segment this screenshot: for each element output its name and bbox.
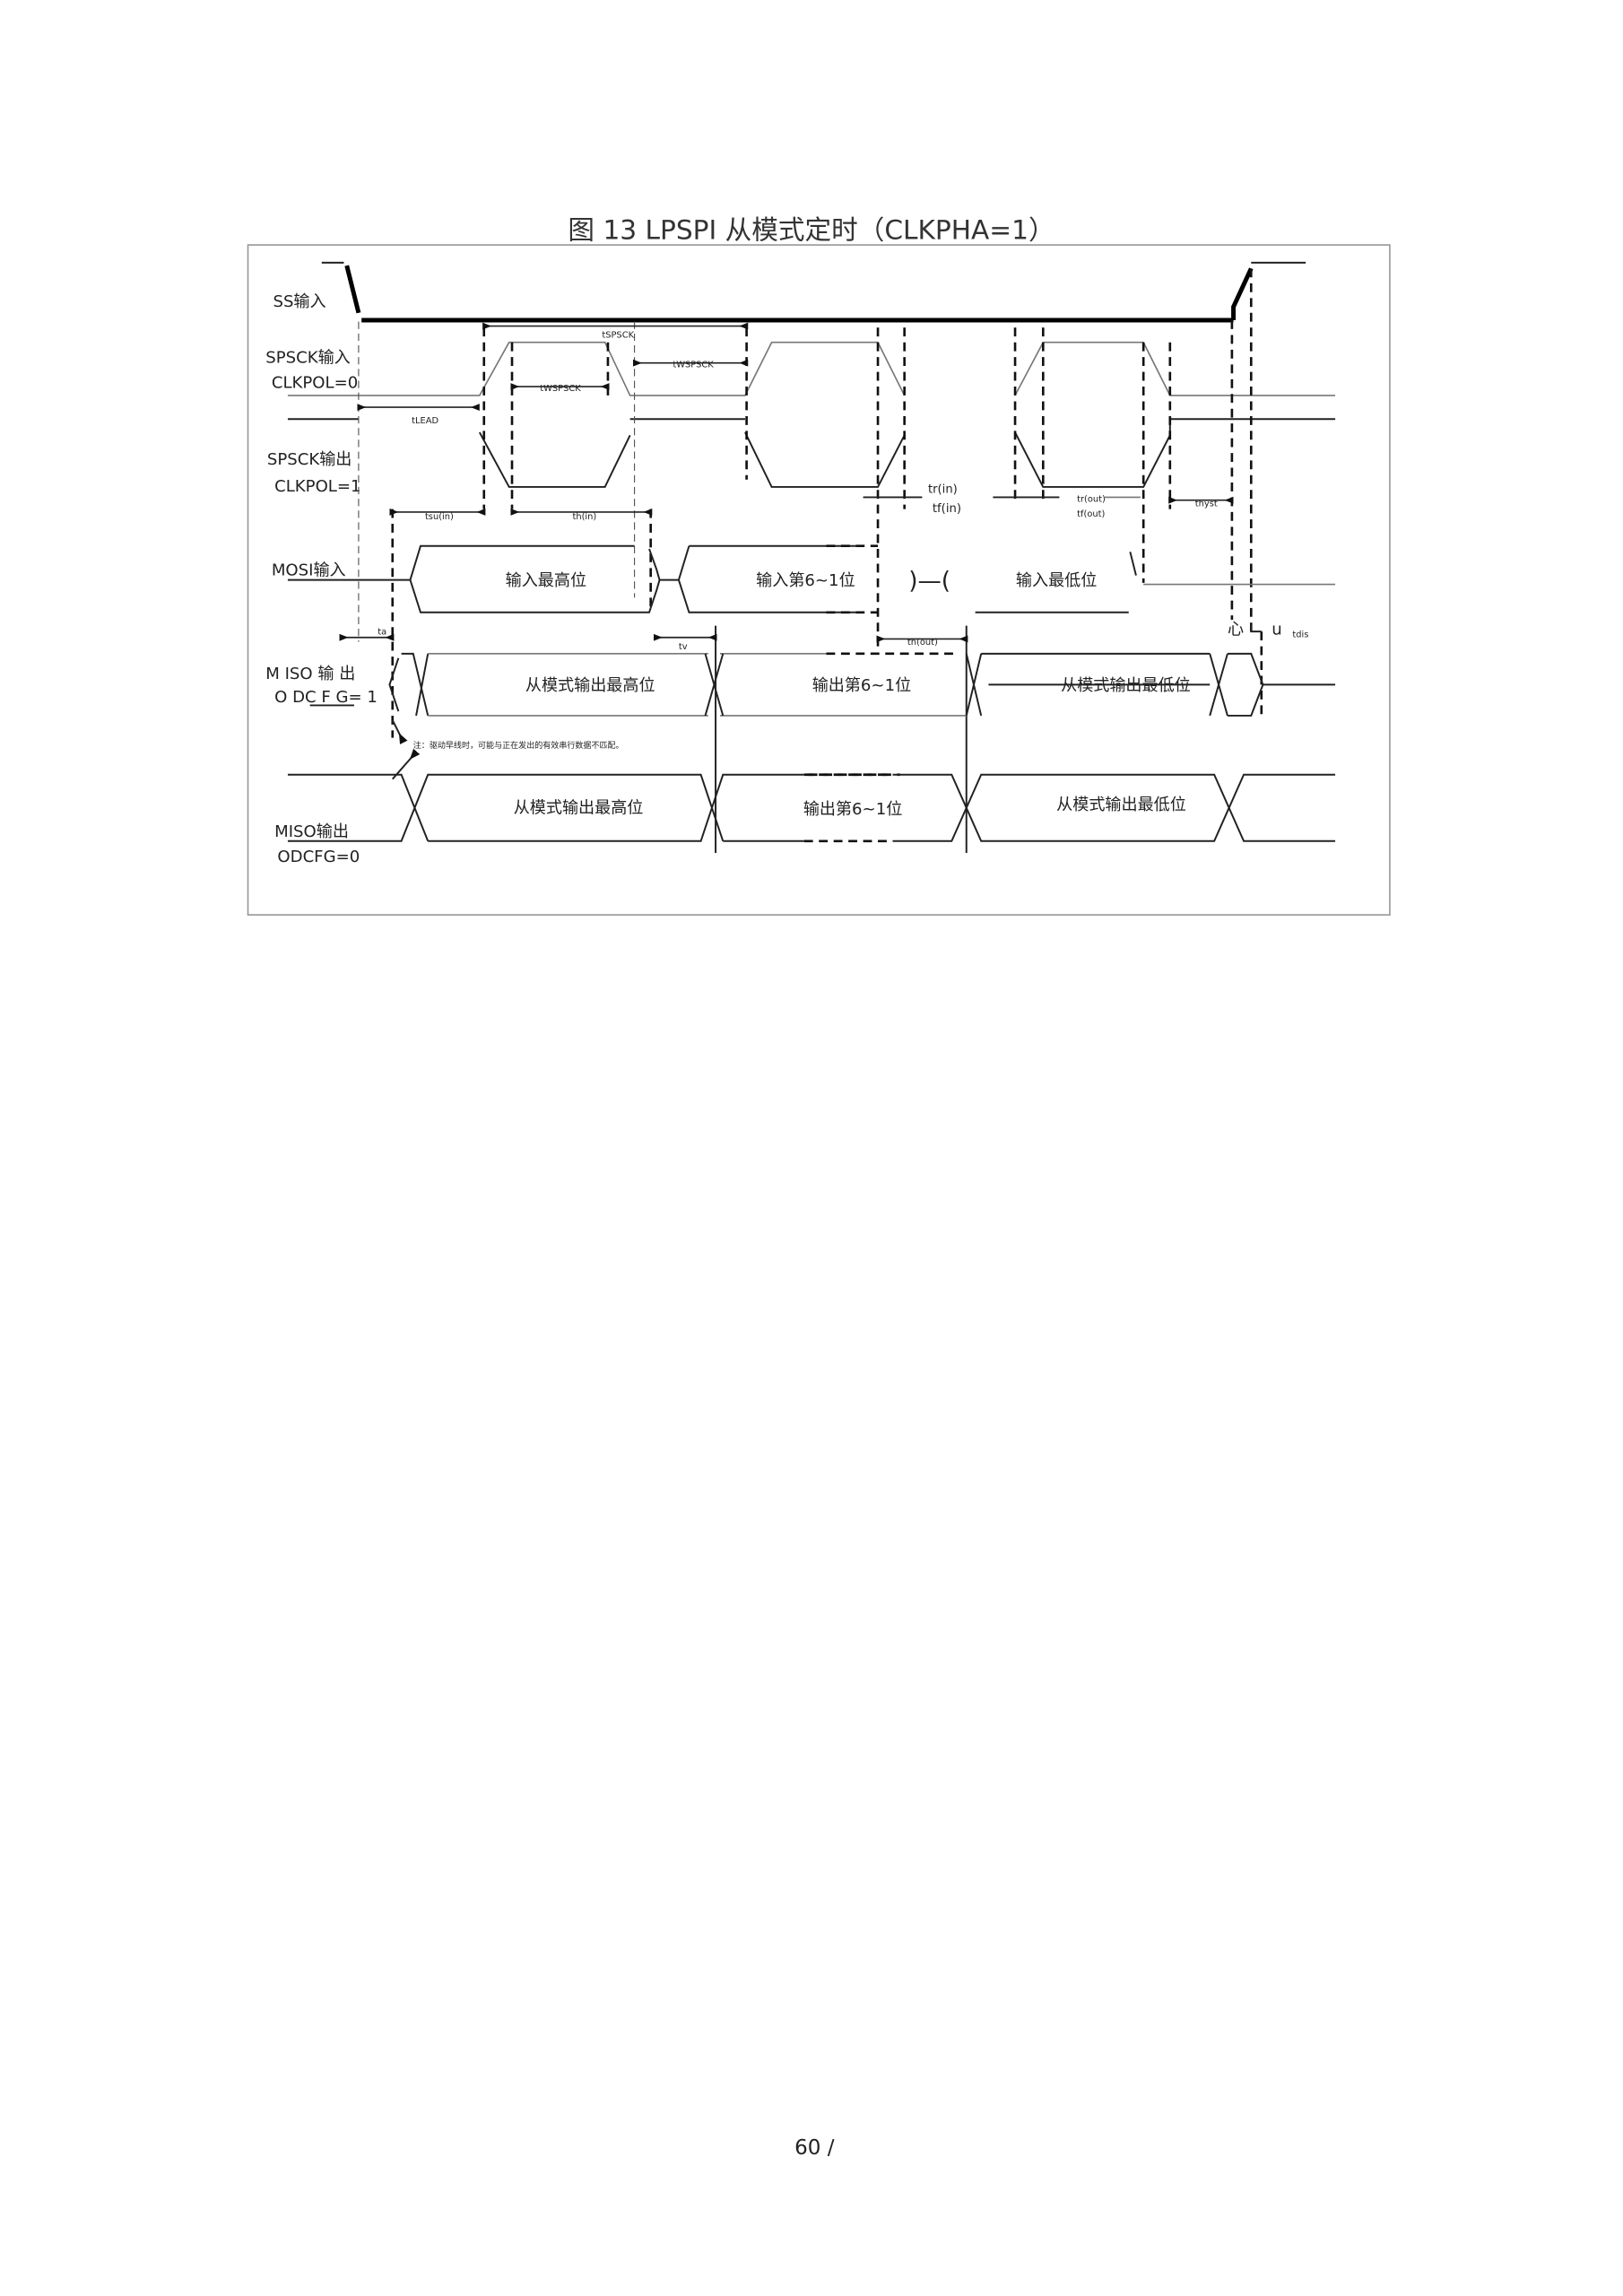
- signal-labels: SS输入 SPSCK输入 CLKPOL=0 SPSCK输出 CLKPOL=1 M…: [265, 292, 378, 866]
- note-arrow-2: [391, 719, 408, 745]
- label-miso-odcfg1-b: O DC F G= 1: [274, 688, 378, 707]
- tr-out-label: tr(out): [1077, 494, 1106, 504]
- label-mosi: MOSI输入: [272, 561, 346, 580]
- page-number: 60 /: [794, 2136, 835, 2160]
- ss-waveform: [321, 261, 1306, 323]
- twspsck-label-1: tWSPSCK: [540, 384, 581, 394]
- twspsck-label-2: tWSPSCK: [673, 361, 714, 370]
- miso0-middle-label: 输出第6~1位: [803, 800, 902, 819]
- miso1-middle-label: 输出第6~1位: [812, 676, 911, 695]
- spsck-clkpol0-waveform: [287, 341, 1336, 396]
- miso0-lsb-label: 从模式输出最低位: [1056, 796, 1186, 814]
- u-glyph: u: [1271, 620, 1281, 639]
- mosi-lsb-label: 输入最低位: [1016, 571, 1097, 590]
- ta-label: ta: [378, 627, 386, 637]
- tf-out-label: tf(out): [1077, 509, 1105, 519]
- label-miso-odcfg0-b: ODCFG=0: [277, 848, 360, 866]
- miso1-msb-label: 从模式输出最高位: [525, 676, 655, 695]
- label-ss: SS输入: [273, 292, 325, 311]
- reference-lines: [358, 268, 1263, 853]
- thyst-label: thyst: [1195, 499, 1218, 509]
- label-spsck-out: SPSCK输出: [267, 450, 352, 469]
- miso-odcfg0-waveform: 从模式输出最高位 输出第6~1位 从模式输出最低位: [287, 773, 1336, 843]
- tspsck-label: tSPSCK: [602, 331, 634, 341]
- figure-title: 图 13 LPSPI 从模式定时（CLKPHA=1）: [568, 215, 1055, 246]
- miso-odcfg1-waveform: 从模式输出最高位 输出第6~1位 从模式输出最低位: [309, 652, 1336, 777]
- note-text: 注：驱动早线时，可能与正在发出的有效串行数据不匹配。: [413, 740, 624, 751]
- label-miso-odcfg0-a: MISO输出: [274, 822, 349, 841]
- label-miso-odcfg1-a: M ISO 输 出: [265, 665, 355, 683]
- tdis-label: tdis: [1292, 631, 1308, 640]
- tf-in-label: tf(in): [933, 502, 961, 516]
- spsck-clkpol1-waveform: [287, 418, 1336, 488]
- xin-glyph: 心: [1228, 620, 1244, 639]
- tr-in-label: tr(in): [928, 483, 958, 497]
- miso0-msb-label: 从模式输出最高位: [514, 799, 644, 818]
- th-in-label: th(in): [572, 512, 596, 522]
- label-spsck-in: SPSCK输入: [265, 349, 351, 368]
- mosi-middle-label: 输入第6~1位: [756, 571, 855, 590]
- mosi-waveform: 输入最高位 输入第6~1位 )—( 输入最低位: [287, 544, 1336, 614]
- figure-frame: [247, 244, 1391, 916]
- miso1-lsb-label: 从模式输出最低位: [1061, 676, 1191, 695]
- th-out-label: th(out): [907, 638, 938, 648]
- tsu-label: tsu(in): [425, 512, 454, 522]
- mosi-ellipsis: )—(: [908, 568, 950, 595]
- label-clkpol0: CLKPOL=0: [272, 374, 358, 393]
- mosi-msb-label: 输入最高位: [506, 571, 586, 590]
- timing-annotations: tSPSCK tWSPSCK tWSPSCK tLEAD tsu(in) th(…: [339, 322, 1308, 652]
- label-clkpol1: CLKPOL=1: [274, 477, 360, 496]
- tv-label: tv: [679, 642, 688, 652]
- tlead-label: tLEAD: [412, 416, 438, 426]
